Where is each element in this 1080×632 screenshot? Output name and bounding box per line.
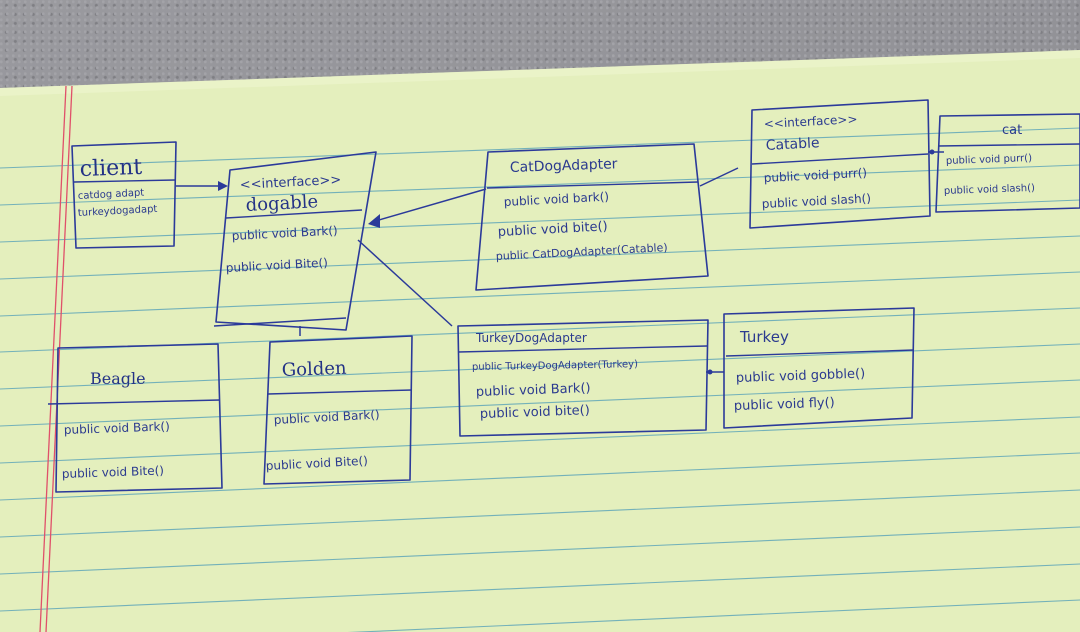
turkey-member: public void fly() xyxy=(734,395,835,414)
margin-lines xyxy=(39,85,73,632)
catdog-adapter-member: public void bite() xyxy=(497,219,608,240)
arrowhead-icon xyxy=(218,181,228,191)
beagle-name: Beagle xyxy=(90,369,146,388)
arrowhead-icon xyxy=(368,214,380,228)
turkey-member: public void gobble() xyxy=(736,366,866,386)
dogable-member: public void Bark() xyxy=(231,223,338,243)
class-beagle: Beagle public void Bark() public void Bi… xyxy=(47,343,223,493)
dogable-stereotype: <<interface>> xyxy=(239,173,341,193)
turkey-adapter-to-dogable-arrow xyxy=(357,239,453,327)
golden-member: public void Bite() xyxy=(265,454,368,473)
turkey-dog-adapter-name: TurkeyDogAdapter xyxy=(475,331,587,345)
turkey-dog-adapter-member: public TurkeyDogAdapter(Turkey) xyxy=(472,359,638,373)
catdog-adapter-member: public void bark() xyxy=(503,190,609,209)
class-cat: cat public void purr() public void slash… xyxy=(935,113,1080,213)
catdog-adapter-to-catable-line xyxy=(699,167,739,187)
class-turkey-dog-adapter: TurkeyDogAdapter public TurkeyDogAdapter… xyxy=(457,319,709,437)
class-golden: Golden public void Bark() public void Bi… xyxy=(263,335,413,485)
catable-stereotype: <<interface>> xyxy=(763,112,857,131)
catdog-adapter-name: CatDogAdapter xyxy=(510,156,618,176)
cat-name: cat xyxy=(1002,123,1022,138)
beagle-member: public void Bite() xyxy=(62,463,165,481)
client-member: catdog adapt xyxy=(78,188,145,202)
cat-member: public void slash() xyxy=(944,183,1036,197)
class-dogable: <<interface>> dogable public void Bark()… xyxy=(215,151,377,331)
turkey-dog-adapter-member: public void Bark() xyxy=(476,381,591,400)
cat-member: public void purr() xyxy=(946,153,1033,167)
catable-member: public void purr() xyxy=(763,166,867,185)
class-client: client catdog adapt turkeydogadapt xyxy=(71,141,177,249)
beagle-member: public void Bark() xyxy=(64,419,170,437)
class-catable: <<interface>> Catable public void purr()… xyxy=(749,99,931,229)
dogable-base-line xyxy=(213,317,347,327)
turkey-name: Turkey xyxy=(739,328,789,346)
relationship-lines xyxy=(176,149,944,375)
client-name: client xyxy=(79,155,142,182)
catable-name: Catable xyxy=(765,135,820,154)
dogable-member: public void Bite() xyxy=(225,256,328,275)
catdog-adapter-to-dogable-arrow xyxy=(371,188,487,223)
client-member: turkeydogadapt xyxy=(78,204,158,219)
dogable-name: dogable xyxy=(245,191,319,216)
catable-member: public void slash() xyxy=(761,191,871,211)
turkey-dog-adapter-member: public void bite() xyxy=(480,403,590,422)
golden-name: Golden xyxy=(281,358,347,381)
golden-member: public void Bark() xyxy=(273,407,380,427)
class-turkey: Turkey public void gobble() public void … xyxy=(723,307,915,429)
